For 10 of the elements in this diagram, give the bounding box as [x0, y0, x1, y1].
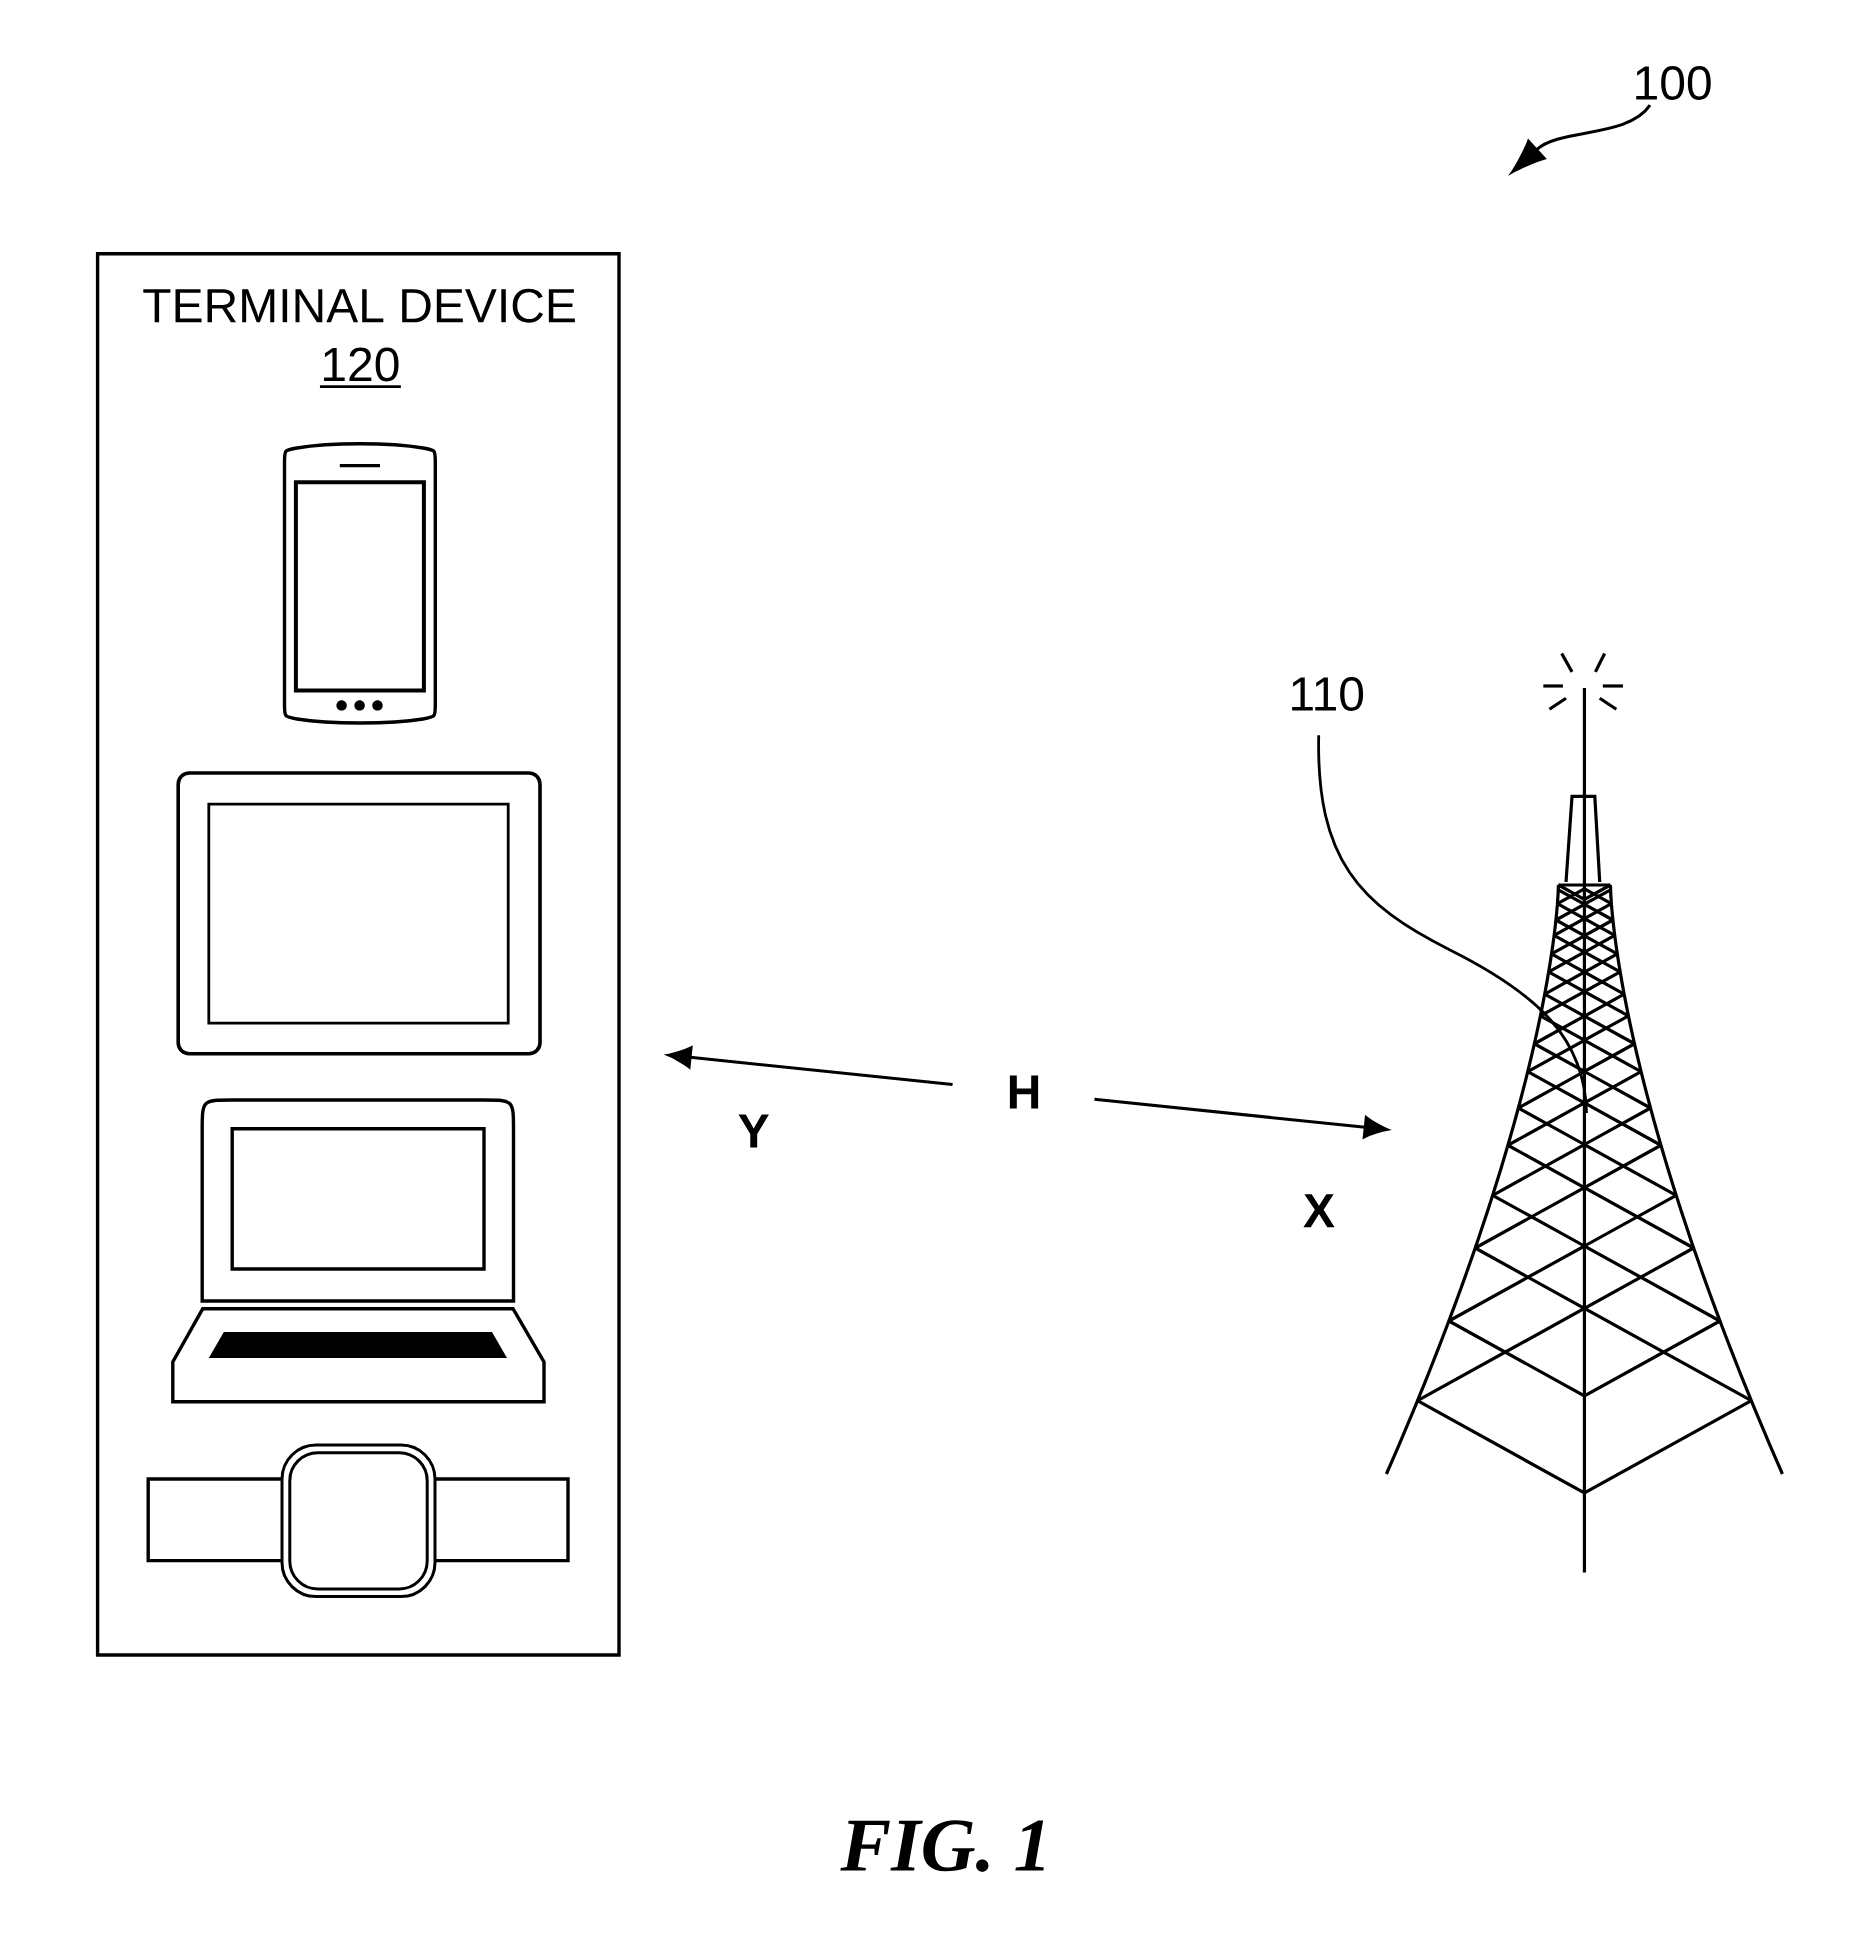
leader-line — [1317, 735, 1588, 1114]
box-title: TERMINAL DEVICE — [143, 288, 575, 323]
letter-label: H — [1009, 1075, 1039, 1109]
edge-label: Y — [735, 1112, 772, 1150]
figure-caption: FIG. 1 — [840, 1820, 1044, 1872]
reference-numeral: 110 — [1292, 677, 1364, 711]
edge-label: X — [1301, 1192, 1337, 1230]
reference-numeral: 120 — [319, 347, 401, 389]
tower-drawing — [1384, 652, 1784, 1573]
reference-numeral: 100 — [1636, 66, 1711, 100]
